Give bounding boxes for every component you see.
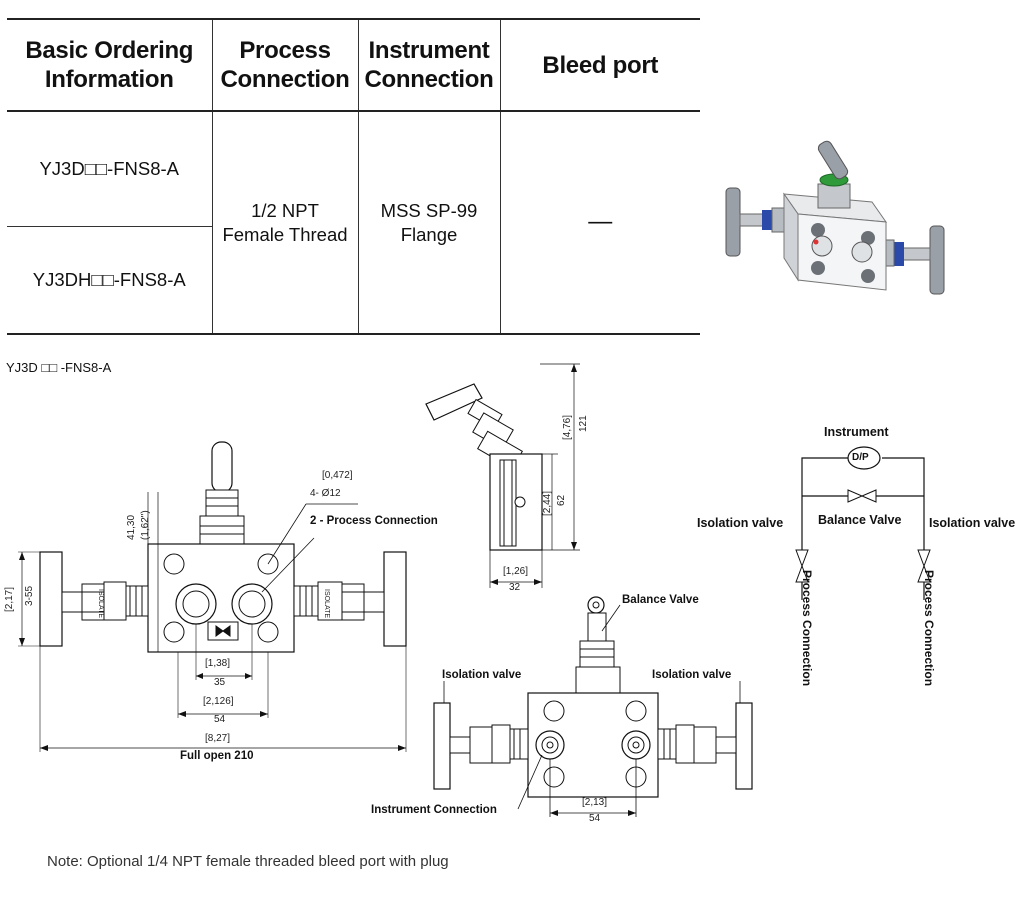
table-row: YJ3D□□-FNS8-A 1/2 NPT Female Thread MSS …	[7, 110, 700, 335]
flow-schematic	[795, 446, 931, 600]
front-dim-side-inch: [2,17]	[4, 586, 15, 612]
schematic-balance-label: Balance Valve	[818, 513, 902, 527]
dp-gauge-icon	[847, 446, 881, 470]
side-dim-body-inch: [2,44]	[542, 490, 553, 516]
process-connection-line2: Female Thread	[222, 223, 348, 245]
front-dim-full-inch: [8,27]	[205, 733, 231, 744]
model-cell: YJ3DH□□-FNS8-A	[7, 225, 212, 335]
side-dim-body-mm: 62	[556, 494, 567, 506]
schematic-process-right-label: Process Connection	[922, 570, 936, 687]
bleed-port-note: Note: Optional 1/4 NPT female threaded b…	[47, 853, 449, 870]
back-instrument-connection-label: Instrument Connection	[371, 804, 497, 816]
process-connection-line1: 1/2 NPT	[251, 199, 319, 221]
front-dim-hole-mm: 4- Ø12	[310, 488, 341, 499]
valve-icon	[795, 489, 931, 583]
table-header-row: Basic Ordering Information Process Conne…	[7, 18, 700, 112]
manifold-3d-image	[725, 140, 945, 295]
header-process-connection: Process Connection	[211, 18, 359, 112]
back-view-drawing	[433, 596, 753, 817]
ordering-table: Basic Ordering Information Process Conne…	[7, 18, 700, 335]
front-dim-center-mm: 35	[214, 677, 226, 688]
front-full-open-label: Full open 210	[180, 750, 254, 762]
front-dim-hole-inch: [0,472]	[322, 470, 353, 481]
side-dim-total-inch: [4,76]	[562, 414, 573, 440]
model-caption: YJ3D □□ -FNS8-A	[6, 360, 112, 375]
front-valve-tag-left: ISOLATE	[97, 589, 104, 619]
back-isolation-left-label: Isolation valve	[442, 669, 522, 681]
back-balance-valve-label: Balance Valve	[622, 594, 699, 606]
header-basic-ordering: Basic Ordering Information	[7, 18, 213, 112]
schematic-dp-label: D/P	[852, 452, 869, 463]
front-process-connection-label: 2 - Process Connection	[310, 515, 438, 527]
back-dim-inch: [2,13]	[582, 797, 608, 808]
bleed-port-cell: —	[499, 110, 700, 335]
schematic-process-left-label: Process Connection	[800, 570, 814, 687]
front-valve-tag-right: ISOLATE	[323, 589, 330, 619]
instrument-connection-line1: MSS SP-99	[380, 199, 478, 221]
process-connection-cell: 1/2 NPT Female Thread	[211, 110, 359, 335]
side-dim-depth-mm: 32	[509, 582, 521, 593]
table-row: YJ3DH□□-FNS8-A	[7, 225, 700, 335]
front-dim-width-inch: [2,126]	[203, 696, 234, 707]
side-dim-total-mm: 121	[578, 415, 589, 432]
schematic-isolation-right-label: Isolation valve	[929, 516, 1016, 530]
side-dim-depth-inch: [1,26]	[503, 566, 529, 577]
front-view-drawing	[18, 441, 407, 752]
bleed-port-value: —	[588, 208, 613, 235]
front-dim-center-inch: [1,38]	[205, 658, 231, 669]
front-dim-height-mm: (1,62")	[140, 510, 151, 540]
instrument-connection-cell: MSS SP-99 Flange	[357, 110, 501, 335]
side-view-drawing	[425, 363, 580, 588]
front-dim-height-inch: 41,30	[126, 514, 137, 540]
schematic-isolation-left-label: Isolation valve	[697, 516, 784, 530]
instrument-connection-line2: Flange	[400, 223, 458, 245]
back-isolation-right-label: Isolation valve	[652, 669, 732, 681]
front-dim-side-mm: 3-55	[24, 585, 35, 606]
back-dim-mm: 54	[589, 813, 601, 824]
front-dim-width-mm: 54	[214, 714, 226, 725]
schematic-instrument-label: Instrument	[824, 425, 889, 439]
model-cell: YJ3D□□-FNS8-A	[7, 110, 213, 227]
header-instrument-connection: Instrument Connection	[357, 18, 501, 112]
header-bleed-port: Bleed port	[499, 18, 700, 112]
